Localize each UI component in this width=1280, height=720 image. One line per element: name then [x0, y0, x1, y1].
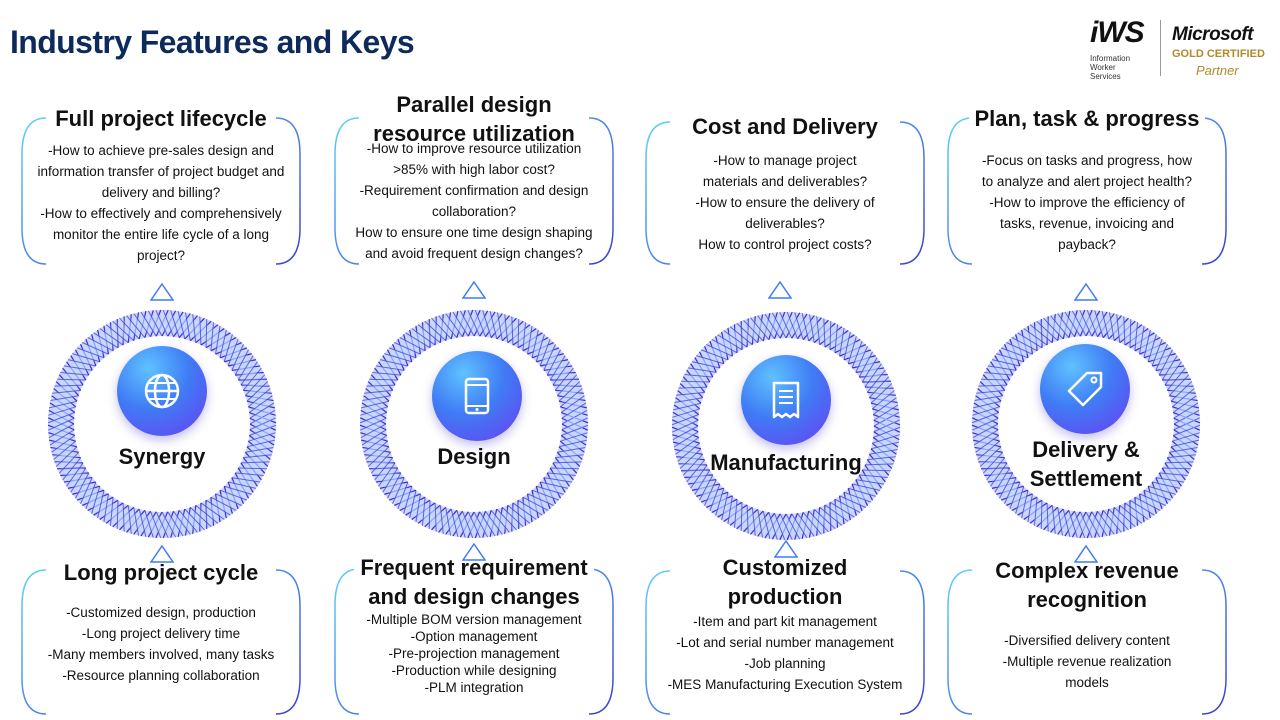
card-title: Full project lifecycle	[20, 104, 302, 133]
tablet-icon	[432, 351, 522, 441]
pillar-label: Manufacturing	[710, 450, 862, 475]
card-frame	[334, 117, 614, 265]
pillar-label: Delivery & Settlement	[1029, 437, 1143, 491]
connector-arrow-up	[150, 545, 174, 563]
card-title: Frequent requirement and design changes	[333, 553, 615, 611]
card-title: Plan, task & progress	[946, 104, 1228, 133]
partner-logo: iWS Information Worker Services Microsof…	[1088, 12, 1274, 81]
connector-arrow-up	[462, 543, 486, 561]
card-body: -Multiple BOM version management -Option…	[366, 612, 582, 695]
pillar-synergy: Synergy	[46, 308, 278, 540]
tag-icon	[1040, 344, 1130, 434]
connector-arrow-up	[1074, 283, 1098, 301]
card-frequent-requirement: Frequent requirement and design changes …	[333, 553, 615, 716]
card-frame	[645, 121, 925, 265]
gold-certified-label: GOLD CERTIFIED	[1172, 48, 1265, 60]
connector-arrow-up	[150, 283, 174, 301]
card-body: -How to improve resource utilization >85…	[355, 141, 593, 261]
card-body: -Item and part kit management -Lot and s…	[667, 614, 903, 692]
card-frame	[947, 569, 1227, 715]
card-frame	[21, 569, 301, 715]
card-full-project-lifecycle: Full project lifecycle -How to achieve p…	[20, 104, 302, 266]
card-body: -Focus on tasks and progress, how to ana…	[981, 153, 1193, 252]
connector-arrow-up	[1074, 545, 1098, 563]
card-frame	[21, 117, 301, 265]
partner-label: Partner	[1196, 63, 1239, 78]
card-title: Parallel design resource utilization	[333, 90, 615, 148]
card-title: Cost and Delivery	[644, 112, 926, 141]
pillar-label: Design	[437, 444, 511, 469]
card-frame	[334, 568, 614, 715]
globe-icon	[117, 346, 207, 436]
pillar-manufacturing: Manufacturing	[670, 310, 902, 542]
card-title: Long project cycle	[20, 558, 302, 587]
card-title: Complex revenue recognition	[946, 556, 1228, 614]
card-body: -How to achieve pre-sales design and inf…	[37, 143, 285, 263]
card-customized-production: Customized production -Item and part kit…	[644, 553, 926, 716]
card-parallel-design: Parallel design resource utilization -Ho…	[333, 90, 615, 266]
iws-logo-mark: iWS	[1090, 16, 1145, 49]
card-plan-task-progress: Plan, task & progress -Focus on tasks an…	[946, 104, 1228, 266]
logo-divider	[1160, 20, 1161, 76]
card-body: -Diversified delivery content -Multiple …	[1002, 633, 1172, 690]
card-body: -Customized design, production -Long pro…	[47, 605, 275, 683]
receipt-icon	[741, 355, 831, 445]
card-frame	[947, 117, 1227, 265]
card-frame	[645, 570, 925, 715]
card-complex-revenue: Complex revenue recognition -Diversified…	[946, 556, 1228, 716]
card-body: -How to manage project materials and del…	[695, 153, 875, 252]
connector-arrow-up	[774, 540, 798, 558]
iws-logo-subtitle: Information Worker Services	[1090, 54, 1131, 81]
card-cost-and-delivery: Cost and Delivery -How to manage project…	[644, 112, 926, 266]
connector-arrow-up	[768, 281, 792, 299]
connector-arrow-up	[462, 281, 486, 299]
pillar-design: Design	[358, 308, 590, 540]
microsoft-logo-text: Microsoft	[1172, 24, 1254, 45]
card-long-project-cycle: Long project cycle -Customized design, p…	[20, 556, 302, 716]
pillar-label: Synergy	[118, 444, 206, 469]
pillar-delivery-settlement: Delivery & Settlement	[970, 308, 1202, 540]
page-title: Industry Features and Keys	[10, 24, 415, 60]
card-title: Customized production	[644, 553, 926, 611]
